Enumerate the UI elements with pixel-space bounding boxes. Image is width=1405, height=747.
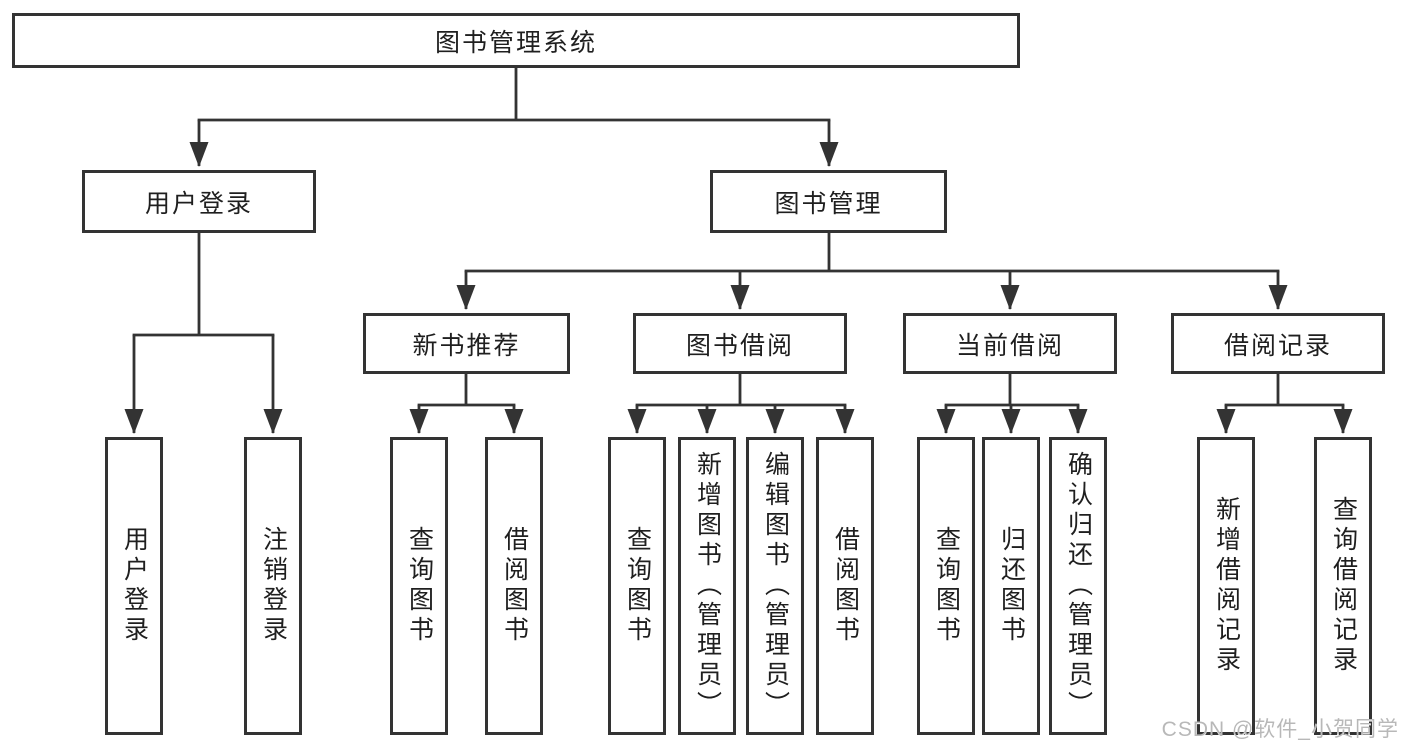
leaf-label: 新增图书（管理员） xyxy=(693,451,722,721)
leaf-add-books-admin: 新增图书（管理员） xyxy=(678,437,736,735)
leaf-label: 查询图书 xyxy=(405,526,434,646)
node-root-system: 图书管理系统 xyxy=(12,13,1020,68)
leaf-label: 查询图书 xyxy=(932,526,961,646)
node-current-borrow: 当前借阅 xyxy=(903,313,1117,374)
leaf-label: 查询图书 xyxy=(623,526,652,646)
leaf-edit-books-admin: 编辑图书（管理员） xyxy=(746,437,804,735)
leaf-label: 新增借阅记录 xyxy=(1212,496,1241,676)
leaf-borrow-books-2: 借阅图书 xyxy=(816,437,874,735)
leaf-query-books-3: 查询图书 xyxy=(917,437,975,735)
csdn-watermark: CSDN @软件_小贺同学 xyxy=(1161,718,1399,741)
leaf-label: 借阅图书 xyxy=(831,526,860,646)
leaf-label: 确认归还（管理员） xyxy=(1064,451,1093,721)
leaf-label: 编辑图书（管理员） xyxy=(761,451,790,721)
leaf-query-books-1: 查询图书 xyxy=(390,437,448,735)
node-label: 图书借阅 xyxy=(685,331,794,360)
leaf-query-books-2: 查询图书 xyxy=(608,437,666,735)
node-label: 用户登录 xyxy=(144,189,253,218)
leaf-confirm-return-admin: 确认归还（管理员） xyxy=(1049,437,1107,735)
node-label: 图书管理 xyxy=(774,189,883,218)
leaf-label: 用户登录 xyxy=(120,526,149,646)
leaf-label: 归还图书 xyxy=(997,526,1026,646)
leaf-label: 查询借阅记录 xyxy=(1329,496,1358,676)
leaf-user-login: 用户登录 xyxy=(105,437,163,735)
node-new-book-recommend: 新书推荐 xyxy=(363,313,570,374)
node-book-management: 图书管理 xyxy=(710,170,947,233)
leaf-return-books: 归还图书 xyxy=(982,437,1040,735)
leaf-add-borrow-record: 新增借阅记录 xyxy=(1197,437,1255,735)
leaf-logout: 注销登录 xyxy=(244,437,302,735)
node-label: 新书推荐 xyxy=(412,331,521,360)
leaf-label: 注销登录 xyxy=(259,526,288,646)
node-book-borrow: 图书借阅 xyxy=(633,313,847,374)
leaf-borrow-books-1: 借阅图书 xyxy=(485,437,543,735)
leaf-label: 借阅图书 xyxy=(500,526,529,646)
node-user-login: 用户登录 xyxy=(82,170,316,233)
node-label: 借阅记录 xyxy=(1223,331,1332,360)
leaf-query-borrow-record: 查询借阅记录 xyxy=(1314,437,1372,735)
node-label: 图书管理系统 xyxy=(434,28,597,57)
node-borrow-records: 借阅记录 xyxy=(1171,313,1385,374)
node-label: 当前借阅 xyxy=(955,331,1064,360)
